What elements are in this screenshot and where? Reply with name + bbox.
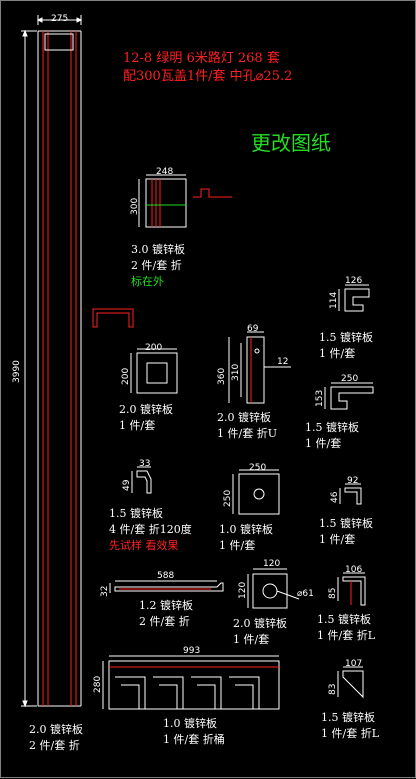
pole-width-dim-line: [36, 15, 83, 25]
part-107-drawing: [337, 666, 364, 699]
part-106-label-qty: 1 件/套 折L: [317, 629, 376, 642]
part-69-height-inner: 310: [231, 363, 241, 381]
part-248-width: 248: [156, 167, 174, 177]
part-120-height: 120: [238, 581, 248, 599]
part-92-drawing: [339, 483, 362, 505]
part-92-label-material: 1.5 镀锌板: [319, 517, 373, 530]
part-92-width: 92: [347, 476, 359, 486]
part-33-label-material: 1.5 镀锌板: [109, 507, 163, 520]
part-588-drawing: [109, 580, 224, 593]
part-106-drawing: [337, 572, 366, 606]
part-200-height: 200: [121, 367, 131, 385]
part-200-drawing: [130, 348, 178, 394]
pole-height-dim: 3990: [12, 360, 22, 383]
part-33-drawing: [131, 466, 152, 494]
part-33-height: 49: [122, 479, 132, 491]
part-250a-drawing: [324, 382, 374, 410]
part-120-width: 120: [263, 559, 281, 569]
part-248-label-material: 3.0 镀锌板: [131, 243, 185, 256]
part-993-label-qty: 1 件/套 折桶: [163, 733, 225, 746]
part-107-width: 107: [345, 659, 363, 669]
part-250b-drawing: [232, 469, 280, 515]
part-69-height: 360: [217, 367, 227, 385]
part-33-width: 33: [139, 459, 151, 469]
part-120-label-material: 2.0 镀锌板: [233, 617, 287, 630]
part-588-width: 588: [157, 571, 175, 581]
part-69-drawing: [228, 331, 291, 404]
part-107-height: 83: [328, 683, 338, 695]
part-33-label-qty: 4 件/套 折120度: [109, 523, 192, 536]
part-248-label-note: 标在外: [131, 275, 164, 288]
part-250b-height: 250: [223, 489, 233, 507]
part-33-label-note: 先试样 看效果: [109, 539, 179, 552]
part-200-label-qty: 1 件/套: [119, 419, 156, 432]
part-126-width: 126: [345, 276, 363, 286]
pole-label-material: 2.0 镀锌板: [29, 723, 83, 736]
part-106-width: 106: [345, 565, 363, 575]
part-126-label-material: 1.5 镀锌板: [319, 331, 373, 344]
part-69-label-qty: 1 件/套 折U: [217, 427, 277, 440]
part-92-label-qty: 1 件/套: [319, 533, 356, 546]
part-120-hole-dim: ⌀61: [297, 589, 314, 599]
part-250b-label-qty: 1 件/套: [219, 539, 256, 552]
pole-outline: [37, 30, 82, 707]
part-588-height: 32: [100, 585, 110, 597]
part-588-label-qty: 2 件/套 折: [139, 615, 190, 628]
header-line-2: 配300瓦盖1件/套 中孔⌀25.2: [123, 69, 293, 84]
part-250b-label-material: 1.0 镀锌板: [219, 523, 273, 536]
revised-drawing-title: 更改图纸: [251, 131, 331, 155]
pole-height-dim-line: [21, 29, 37, 708]
part-126-label-qty: 1 件/套: [319, 347, 356, 360]
part-107-label-material: 1.5 镀锌板: [321, 711, 375, 724]
part-248-height: 300: [130, 197, 140, 215]
part-69-width: 69: [247, 324, 259, 334]
part-250b-width: 250: [249, 463, 267, 473]
part-993-width: 993: [183, 646, 201, 656]
part-200-label-material: 2.0 镀锌板: [119, 403, 173, 416]
part-250a-label-material: 1.5 镀锌板: [305, 421, 359, 434]
part-69-hole-dim: 12: [277, 357, 289, 367]
part-120-drawing: [247, 568, 300, 609]
part-126-drawing: [338, 284, 370, 312]
part-250a-label-qty: 1 件/套: [305, 437, 342, 450]
part-69-label-material: 2.0 镀锌板: [217, 411, 271, 424]
part-588-label-material: 1.2 镀锌板: [139, 599, 193, 612]
header-line-1: 12-8 绿明 6米路灯 268 套: [123, 51, 280, 66]
part-993-height: 280: [93, 675, 103, 693]
part-993-drawing: [102, 655, 280, 710]
part-250a-height: 153: [315, 389, 325, 407]
part-993-label-material: 1.0 镀锌板: [163, 717, 217, 730]
bracket-red-profile: [92, 308, 134, 328]
part-126-height: 114: [329, 291, 339, 309]
part-106-label-material: 1.5 镀锌板: [317, 613, 371, 626]
part-200-width: 200: [145, 343, 163, 353]
part-92-height: 46: [330, 491, 340, 503]
part-248-label-qty: 2 件/套 折: [131, 259, 182, 272]
part-120-label-qty: 1 件/套: [233, 633, 270, 646]
pole-label-qty: 2 件/套 折: [29, 739, 80, 752]
part-250a-width: 250: [341, 374, 359, 384]
pole-width-dim: 275: [51, 14, 69, 24]
part-106-height: 85: [328, 587, 338, 599]
part-107-label-qty: 1 件/套 折L: [321, 727, 380, 740]
part-248-drawing: [138, 174, 232, 228]
